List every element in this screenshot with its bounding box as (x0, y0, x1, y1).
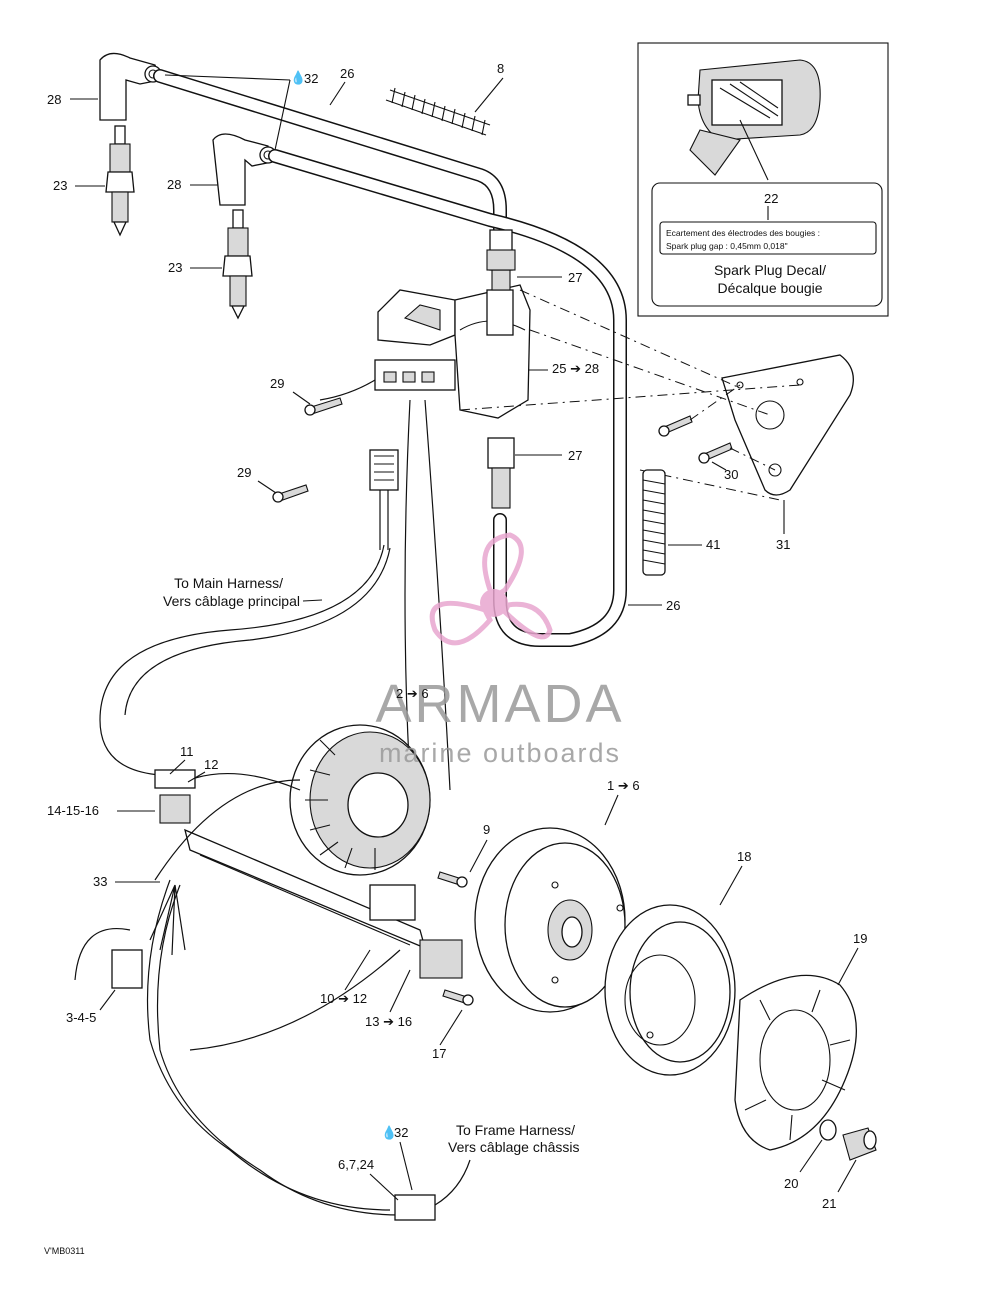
coil-connector (369, 449, 399, 550)
callout-33: 33 (93, 874, 107, 889)
harness-wiring (99, 379, 451, 791)
callout-27: 27 (568, 448, 582, 463)
callout-17: 17 (432, 1046, 446, 1061)
callout-28: 28 (167, 177, 181, 192)
callout-13-to-16: 13 ➔ 16 (365, 1014, 412, 1029)
spark-plug-1 (105, 125, 135, 237)
spark-plug-decal-inset: 22 Ecartement des électrodes des bougies… (637, 42, 889, 317)
spark-plug-2 (222, 209, 253, 320)
drop-icon: 💧 (290, 70, 306, 85)
screw-9 (437, 871, 468, 888)
washer (819, 1119, 837, 1141)
callout-32: 32 (304, 71, 318, 86)
callout-30: 30 (724, 467, 738, 482)
screw-30-lower (698, 442, 733, 464)
watermark-tagline: marine outboards (379, 738, 621, 768)
callout-26: 26 (666, 598, 680, 613)
callout-26: 26 (340, 66, 354, 81)
callout-18: 18 (737, 849, 751, 864)
callout-14-15-16: 14-15-16 (47, 803, 99, 818)
connector-cluster (154, 769, 301, 824)
callout-32: 32 (394, 1125, 408, 1140)
propeller-logo (429, 532, 553, 646)
coil-boot-lower (487, 437, 515, 509)
starter-ring (604, 904, 736, 1076)
callout-31: 31 (776, 537, 790, 552)
callout-labels: 28 23 28 23 💧 32 26 8 27 25 ➔ 28 29 27 2… (44, 61, 867, 1256)
sensor-block (369, 884, 463, 979)
flywheel (474, 827, 626, 1013)
harness-lower (74, 779, 471, 1221)
callout-9: 9 (483, 822, 490, 837)
frame-harness-label-english: To Frame Harness/ (456, 1122, 575, 1138)
screw-17 (442, 989, 474, 1006)
screw-29-upper (304, 397, 343, 416)
callout-1-to-6: 1 ➔ 6 (607, 778, 640, 793)
callout-25-to-28: 25 ➔ 28 (552, 361, 599, 376)
callout-20: 20 (784, 1176, 798, 1191)
callout-10-to-12: 10 ➔ 12 (320, 991, 367, 1006)
stator (289, 724, 431, 876)
screw-29-lower (272, 484, 309, 503)
watermark-brand: ARMADA (375, 674, 624, 734)
callout-19: 19 (853, 931, 867, 946)
flywheel-cover (734, 974, 858, 1151)
decal-text-english: Spark plug gap : 0,45mm 0,018" (666, 241, 788, 251)
decal-caption-english: Spark Plug Decal/ (714, 262, 826, 278)
drawing-code: V'MB0311 (44, 1246, 85, 1256)
callout-22: 22 (764, 191, 778, 206)
callout-28: 28 (47, 92, 61, 107)
frame-harness-label-french: Vers câblage châssis (448, 1139, 580, 1155)
main-harness-label-french: Vers câblage principal (163, 593, 300, 609)
callout-41: 41 (706, 537, 720, 552)
coil-bracket (721, 354, 854, 496)
callout-23: 23 (168, 260, 182, 275)
callout-6-7-24: 6,7,24 (338, 1157, 374, 1172)
callout-29: 29 (237, 465, 251, 480)
spark-plug-cap-2 (212, 133, 277, 206)
screw-30-upper (658, 415, 693, 437)
callout-23: 23 (53, 178, 67, 193)
spark-plug-cap-1 (99, 52, 162, 121)
callout-21: 21 (822, 1196, 836, 1211)
armada-watermark: ARMADA marine outboards (375, 532, 624, 768)
callout-2-to-6: 2 ➔ 6 (396, 686, 429, 701)
callout-12: 12 (204, 757, 218, 772)
callout-3-4-5: 3-4-5 (66, 1010, 96, 1025)
callout-11: 11 (180, 744, 194, 759)
coil-boot-upper (486, 229, 516, 271)
high-tension-wire (153, 69, 627, 647)
protective-sleeve (642, 469, 666, 576)
drop-icon: 💧 (381, 1125, 397, 1140)
ignition-coil (374, 267, 531, 419)
callout-27: 27 (568, 270, 582, 285)
callout-8: 8 (497, 61, 504, 76)
spring (385, 87, 491, 136)
flywheel-nut (842, 1127, 877, 1161)
decal-text-french: Ecartement des électrodes des bougies : (666, 228, 820, 238)
decal-caption-french: Décalque bougie (717, 280, 822, 296)
main-harness-label-english: To Main Harness/ (174, 575, 283, 591)
callout-29: 29 (270, 376, 284, 391)
